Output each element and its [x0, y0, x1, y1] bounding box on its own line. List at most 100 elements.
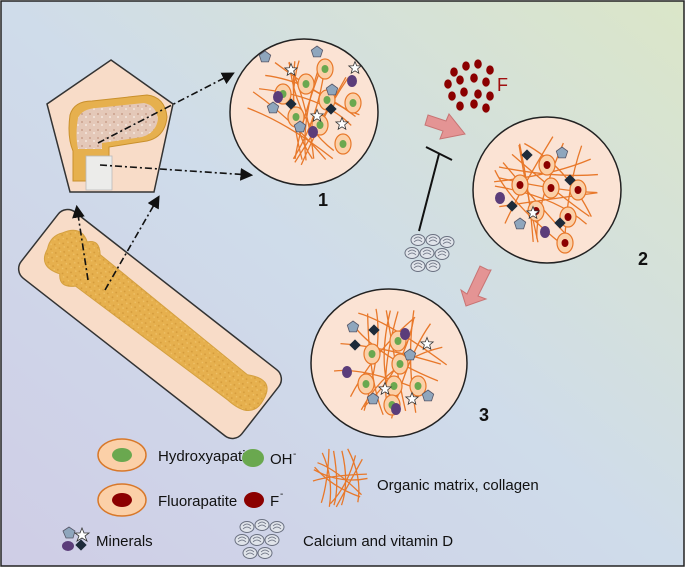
- calcium-disc-line: [272, 523, 282, 530]
- collagen-fiber: [314, 466, 361, 498]
- fluorapatite-crystal-core: [547, 184, 555, 192]
- mineral-star: [309, 108, 325, 123]
- legend: Hydroxyapatite OH - Fluorapatite F - Org…: [62, 438, 539, 559]
- mineral-oval: [308, 126, 318, 138]
- mineral-star: [283, 62, 299, 77]
- mineral-pentagon: [403, 348, 417, 361]
- hydroxyapatite-crystal-core: [362, 380, 370, 388]
- legend-fluorapatite: Fluorapatite: [158, 493, 237, 510]
- fluoride-dot: [444, 79, 452, 89]
- fluoride-dots: [444, 59, 494, 113]
- mineral-pentagon: [310, 45, 324, 58]
- collagen-fiber: [335, 458, 363, 508]
- collagen-fiber: [358, 312, 448, 366]
- hydroxyapatite-crystal-core: [321, 65, 329, 73]
- hydroxyapatite-crystal-core: [292, 113, 300, 121]
- hydroxyapatite-crystal-core: [390, 382, 398, 390]
- mineral-diamond: [554, 217, 566, 229]
- legend-collagen-icon: [312, 448, 368, 508]
- collagen-fiber: [366, 313, 384, 415]
- collagen-fiber: [352, 323, 439, 382]
- fluoride-dot: [470, 99, 478, 109]
- fluoride-dot: [470, 73, 478, 83]
- collagen-fiber: [524, 142, 592, 217]
- calcium-disc-line: [413, 236, 423, 243]
- fluoride-dot: [448, 91, 456, 101]
- mineral-diamond: [506, 200, 518, 212]
- bone-panel: [17, 208, 283, 440]
- fluoride-dot: [456, 75, 464, 85]
- mineral-diamond: [349, 339, 361, 351]
- calcium-cluster: [404, 234, 455, 272]
- hydroxyapatite-crystal-core: [396, 360, 404, 368]
- mineral-pentagon: [346, 320, 360, 333]
- hydroxyapatite-crystal-core: [323, 96, 331, 104]
- fluoride-dot: [486, 65, 494, 75]
- mineral-pentagon: [421, 389, 435, 402]
- mineral-diamond: [564, 174, 576, 186]
- collagen-fiber: [304, 62, 322, 161]
- fluoride-dot: [456, 101, 464, 111]
- legend-oh-sup: -: [293, 449, 296, 460]
- mineral-star: [419, 336, 435, 351]
- calcium-disc-line: [267, 536, 277, 543]
- mineral-oval: [495, 192, 505, 204]
- legend-f-sup: -: [280, 489, 283, 500]
- legend-minerals: Minerals: [96, 533, 153, 550]
- calcium-disc-line: [422, 249, 432, 256]
- collagen-fiber: [498, 166, 598, 177]
- collagen-fiber: [247, 107, 334, 160]
- mineral-pentagon: [555, 146, 569, 159]
- calcium-disc-line: [257, 521, 267, 528]
- legend-f-icon: [244, 492, 264, 508]
- calcium-disc-line: [245, 549, 255, 556]
- connector-lines: [72, 72, 254, 291]
- mineral-oval: [347, 75, 357, 87]
- mineral-pentagon: [366, 392, 380, 405]
- mineral-star: [377, 381, 393, 396]
- mineral-oval: [342, 366, 352, 378]
- mineral-pentagon: [513, 217, 527, 230]
- mineral-pentagon: [293, 120, 307, 133]
- crystal-cells: [274, 58, 587, 416]
- circle-1-label: 1: [318, 190, 328, 210]
- mineral-shapes: [258, 45, 576, 415]
- calcium-disc-line: [437, 250, 447, 257]
- collagen-fiber: [347, 448, 360, 503]
- mineral-star: [347, 60, 363, 75]
- mineral-pentagon: [325, 83, 339, 96]
- hydroxyapatite-crystal-core: [302, 80, 310, 88]
- fluoride-dot: [482, 103, 490, 113]
- calcium-disc-line: [252, 536, 262, 543]
- calcium-disc-line: [407, 249, 417, 256]
- legend-calcium: Calcium and vitamin D: [303, 533, 453, 550]
- fluorapatite-crystal-core: [561, 239, 569, 247]
- legend-calcium-icon: [234, 519, 285, 559]
- hydroxyapatite-crystal-core: [339, 140, 347, 148]
- fluorapatite-crystal-core: [543, 161, 551, 169]
- fluoride-label: F: [497, 75, 508, 95]
- process-arrows: [424, 113, 492, 307]
- mineral-oval: [540, 226, 550, 238]
- collagen-fiber: [312, 473, 367, 482]
- mineral-pentagon: [258, 50, 272, 63]
- fluoride-dot: [462, 61, 470, 71]
- collagen-fiber: [332, 450, 338, 506]
- collagen-fiber: [518, 143, 534, 243]
- fluorapatite-crystal-core: [564, 213, 572, 221]
- circle-3-label: 3: [479, 405, 489, 425]
- legend-f: F: [270, 493, 279, 510]
- collagen-fiber: [494, 185, 587, 225]
- fluorapatite-crystal-core: [516, 181, 524, 189]
- mineral-diamond: [521, 149, 533, 161]
- mineral-oval: [391, 403, 401, 415]
- hydroxyapatite-crystal-core: [414, 382, 422, 390]
- inhibition-arrow: [418, 146, 453, 232]
- collagen-fiber: [321, 452, 332, 507]
- bone-section-pentagon: [46, 59, 174, 193]
- fluoride-dot: [460, 87, 468, 97]
- collagen-fiber: [340, 342, 442, 365]
- calcium-disc-line: [428, 262, 438, 269]
- legend-oh-icon: [242, 449, 264, 467]
